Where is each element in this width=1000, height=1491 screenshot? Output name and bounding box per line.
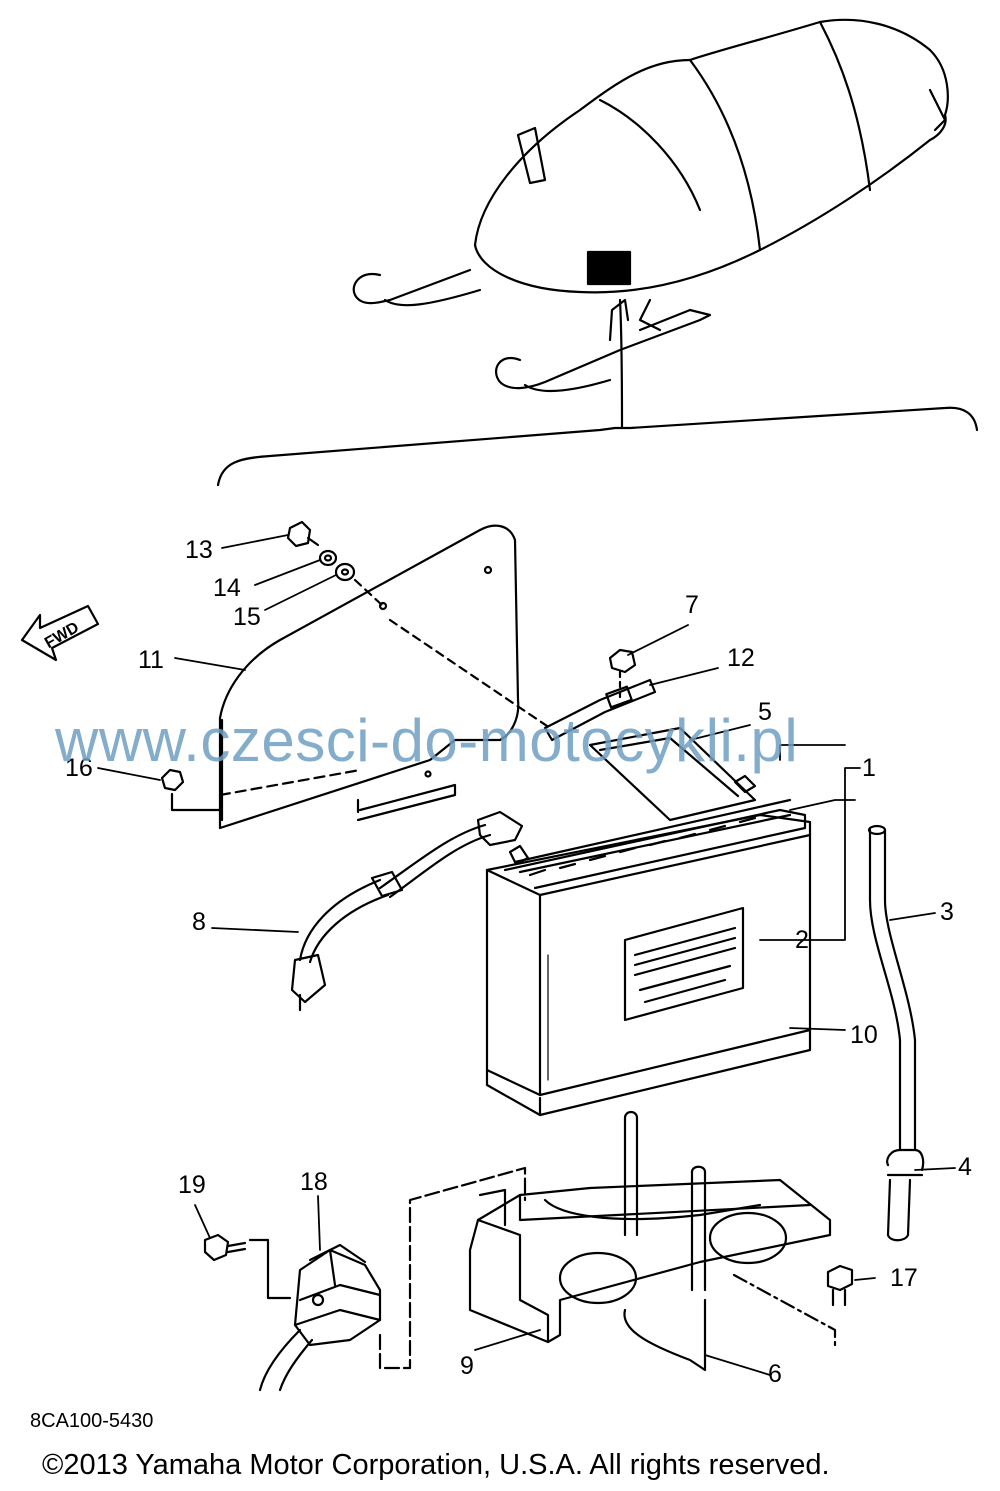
snowmobile-overview [352, 18, 949, 430]
callout-3: 3 [940, 898, 954, 926]
watermark: www.czesci-do-motocykli.pl [55, 707, 799, 774]
callout-13: 13 [185, 536, 213, 564]
callout-11: 11 [138, 646, 164, 674]
copyright-notice: ©2013 Yamaha Motor Corporation, U.S.A. A… [42, 1449, 830, 1481]
callout-1: 1 [862, 754, 876, 782]
callout-2: 2 [795, 926, 809, 954]
nut-16 [160, 768, 362, 812]
callout-10: 10 [850, 1021, 878, 1049]
callout-16: 16 [65, 754, 93, 782]
battery-tray [468, 1110, 832, 1372]
callout-6: 6 [768, 1360, 782, 1388]
cover-panel [218, 524, 520, 830]
callout-4: 4 [958, 1153, 972, 1181]
callout-17: 17 [890, 1264, 918, 1292]
callout-9: 9 [460, 1352, 474, 1380]
fwd-arrow [20, 604, 100, 662]
drawing-code: 8CA100-5430 [30, 1410, 154, 1432]
group-bracket [216, 406, 979, 487]
leader-lines [97, 534, 956, 1376]
callout-8: 8 [192, 908, 206, 936]
bolt-17 [732, 1264, 854, 1347]
callout-5: 5 [758, 698, 772, 726]
screw-washer-stack [286, 520, 385, 608]
vent-hose [867, 824, 925, 1242]
battery-cable [290, 810, 524, 1012]
clamp-assembly [388, 618, 757, 822]
callout-14: 14 [213, 574, 241, 602]
battery [485, 774, 812, 1117]
callout-18: 18 [300, 1168, 328, 1196]
callout-12: 12 [727, 644, 755, 672]
relay [203, 1166, 527, 1392]
callout-19: 19 [178, 1171, 206, 1199]
callout-7: 7 [685, 591, 699, 619]
callout-15: 15 [233, 603, 261, 631]
